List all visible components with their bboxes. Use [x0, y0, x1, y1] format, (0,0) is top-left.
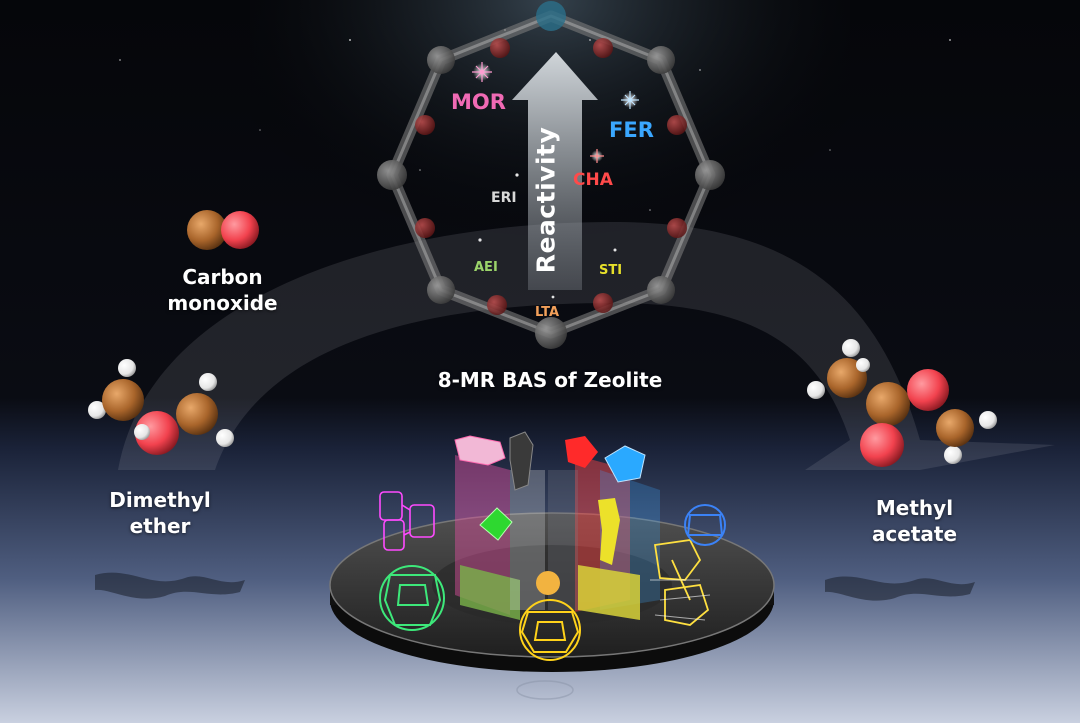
carbon-monoxide-line1: Carbon [182, 265, 263, 289]
zeolite-lta-label: LTA [535, 305, 560, 320]
ring-oxygen-nodes [415, 38, 687, 315]
zeolite-cha-label: CHA [573, 170, 613, 190]
methyl-acetate-label: Methyl acetate [852, 496, 977, 547]
ring-silicon-nodes [377, 1, 725, 349]
dimethyl-ether-label: Dimethyl ether [95, 488, 225, 539]
zeolite-cages [379, 491, 726, 661]
site-label: 8-MR BAS of Zeolite [437, 368, 663, 392]
dimethyl-ether-molecule [88, 359, 234, 455]
zeolite-aei-label: AEI [474, 260, 498, 275]
eight-membered-ring [377, 1, 725, 349]
methyl-acetate-molecule [807, 339, 997, 467]
zeolite-polyhedra [454, 431, 646, 595]
sparkles [472, 62, 639, 163]
starfield [119, 29, 951, 299]
zeolite-fer-label: FER [609, 118, 654, 142]
methyl-acetate-line2: acetate [871, 521, 958, 546]
zeolite-mor-label: MOR [451, 90, 506, 114]
carbon-monoxide-molecule [187, 210, 259, 250]
carbon-monoxide-label: Carbon monoxide [150, 265, 295, 316]
zeolite-sti-label: STI [599, 263, 623, 278]
dimethyl-ether-line2: ether [129, 513, 191, 538]
methyl-acetate-line1: Methyl [875, 496, 954, 520]
floor-shadows [95, 572, 975, 601]
zeolite-eri-label: ERI [491, 190, 517, 206]
dimethyl-ether-line1: Dimethyl [109, 488, 211, 512]
carbon-monoxide-line2: monoxide [167, 290, 278, 315]
reactivity-text: Reactivity [531, 126, 561, 274]
reaction-flow-arrow [118, 221, 1055, 470]
reactivity-arrow [512, 52, 598, 290]
